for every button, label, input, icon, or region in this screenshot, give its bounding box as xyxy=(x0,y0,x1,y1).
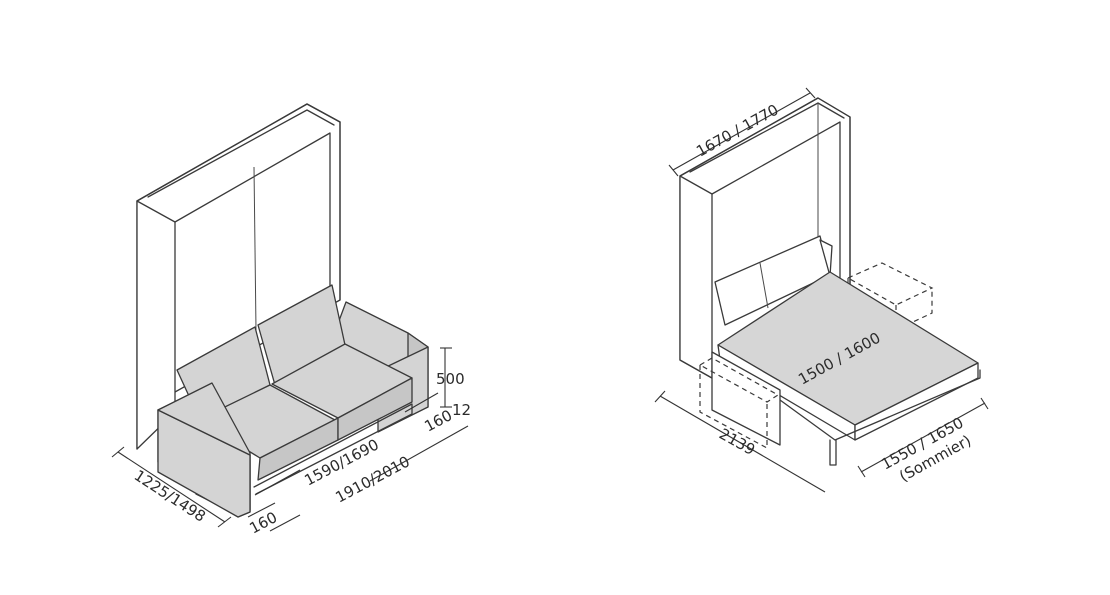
bed-view: 1670 / 1770 1500 / 1600 2139 1550 / 1650… xyxy=(654,87,989,493)
mattress xyxy=(717,271,981,466)
sofa xyxy=(157,284,429,518)
bed-dimension-lines xyxy=(654,87,989,493)
dim-sofa-arm-width: 160 xyxy=(246,508,280,537)
sofa-view: 1225/1498 160 1910/2010 1590/1690 160 50… xyxy=(111,103,471,538)
dim-sofa-small: 12 xyxy=(452,401,471,419)
headboard xyxy=(714,235,833,326)
dim-sofa-seat-height: 500 xyxy=(436,370,465,388)
sofa-cabinet xyxy=(136,103,341,450)
sofa-dimension-lines xyxy=(111,347,469,532)
nightstand-left xyxy=(698,351,781,450)
dim-sofa-arm-width-right: 160 xyxy=(421,406,455,435)
